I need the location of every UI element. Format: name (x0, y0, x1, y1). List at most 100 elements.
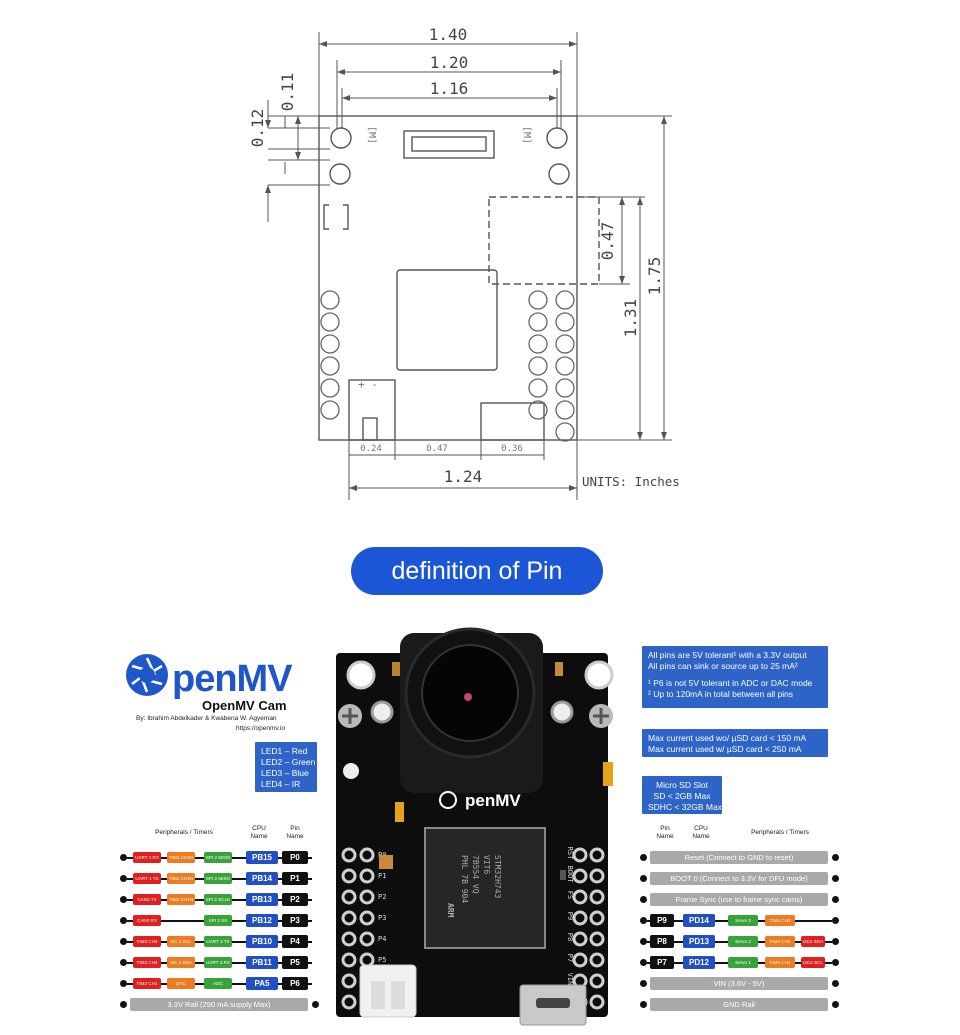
header-pin-outline (528, 334, 548, 354)
dim-width-120: 1.20 (430, 53, 469, 72)
usb-area (480, 402, 545, 441)
board-silk-left: P5 (378, 956, 386, 964)
pin-name: P8 (650, 935, 674, 948)
board-header-pin (359, 931, 375, 947)
board-hole-tl (346, 660, 376, 690)
pin-tolerance-box: All pins are 5V tolerant¹ with a 3.3V ou… (642, 646, 828, 708)
board-header-pin (341, 847, 357, 863)
peripheral-tag: I2C 2 SDA (167, 957, 195, 968)
pin-name: P5 (282, 956, 308, 969)
dim-left-011: 0.11 (278, 73, 297, 112)
svg-text:STM32H743: STM32H743 (493, 855, 502, 899)
row-terminal (640, 896, 647, 903)
right-cpu-header: CPU Name (692, 825, 710, 840)
svg-text:ARM: ARM (446, 903, 455, 918)
board-header-pin (341, 952, 357, 968)
board-header-pin (572, 889, 588, 905)
board-header-pin (572, 868, 588, 884)
cpu-name: PB12 (246, 914, 278, 927)
row-terminal (120, 959, 127, 966)
row-terminal (120, 980, 127, 987)
board-silk-left: P4 (378, 935, 386, 943)
logo-url: https://openmv.io (236, 725, 286, 732)
left-pin-header: Pin Name (286, 825, 304, 840)
header-pin-outline (320, 356, 340, 376)
board-photo: penMV STM32H743 VIT6 7B554 VQ PHL 7B 904… (336, 627, 614, 1026)
row-terminal (640, 917, 647, 924)
board-header-pin (589, 931, 605, 947)
row-terminal (120, 917, 127, 924)
header-pin-outline (555, 400, 575, 420)
header-pin-outline (320, 400, 340, 420)
peripheral-tag: ADC (204, 978, 232, 989)
header-pin-outline (320, 312, 340, 332)
sd-area-dashed (488, 196, 600, 285)
mount-hole-mid-left (329, 163, 351, 185)
peripheral-tag: TIM1 CH3N (167, 852, 195, 863)
board-header-pin (341, 931, 357, 947)
right-pin-row: Frame Sync (use to frame sync cams) (640, 893, 840, 907)
row-terminal (640, 959, 647, 966)
dim-right-131: 1.31 (621, 299, 640, 338)
board-header-pin (341, 889, 357, 905)
board-silk-left: P2 (378, 893, 386, 901)
cpu-name: PB13 (246, 893, 278, 906)
board-silk-right: P7 (566, 954, 574, 962)
dim-right-175: 1.75 (645, 257, 664, 296)
peripheral-tag: SPI 2 MISO (204, 873, 232, 884)
peripheral-tag: TIM4 CH2 (765, 936, 795, 947)
section-title-pill: definition of Pin (351, 547, 603, 595)
header-pin-outline (555, 312, 575, 332)
row-terminal (312, 1001, 319, 1008)
board-header-pin (589, 847, 605, 863)
row-terminal (640, 938, 647, 945)
header-pin-outline (528, 312, 548, 332)
board-header-pin (589, 910, 605, 926)
board-header-pin (572, 910, 588, 926)
logo-subtitle: OpenMV Cam (202, 698, 287, 713)
board-header-pin (589, 973, 605, 989)
function-bar: Reset (Connect to GND to reset) (650, 851, 828, 864)
board-header-pin (341, 994, 357, 1010)
right-pin-row: GND Rail (640, 998, 840, 1012)
peripheral-tag: CAN2 TX (133, 894, 161, 905)
peripheral-tag: DAC (167, 978, 195, 989)
peripheral-tag: TIM1 CH1N (167, 894, 195, 905)
left-peripherals-header: Peripherals / Timers (155, 829, 213, 836)
cpu-name: PD14 (683, 914, 715, 927)
dim-width-116: 1.16 (430, 79, 469, 98)
row-terminal (832, 854, 839, 861)
mount-hole-top-left (330, 127, 352, 149)
header-pin-outline (320, 334, 340, 354)
board-silk-right: RST (566, 847, 574, 860)
peripheral-tag: Servo 1 (728, 957, 758, 968)
board-silk-right: BOOT (566, 866, 574, 884)
peripheral-tag: UART 1 RX (133, 852, 161, 863)
board-silk-right: FS (566, 891, 574, 899)
function-bar: VIN (3.6V - 5V) (650, 977, 828, 990)
row-terminal (832, 938, 839, 945)
peripheral-tag: SPI 2 SS (204, 915, 232, 926)
peripheral-tag: SPI 2 SCLK (204, 894, 232, 905)
cpu-name: PB15 (246, 851, 278, 864)
row-terminal (120, 1001, 127, 1008)
function-bar: BOOT 0 (Connect to 3.3V for DFU mode) (650, 872, 828, 885)
board-silk-right: P8 (566, 933, 574, 941)
top-connector (403, 130, 495, 159)
cpu-name: PA5 (246, 977, 278, 990)
board-header-pin (572, 931, 588, 947)
peripheral-tag: I2C 2 SCL (167, 936, 195, 947)
board-outline (318, 115, 578, 441)
peripheral-tag: I2C4 SCL (801, 957, 825, 968)
row-terminal (120, 875, 127, 882)
cpu-name: PD12 (683, 956, 715, 969)
row-terminal (832, 980, 839, 987)
cpu-name: PB10 (246, 935, 278, 948)
